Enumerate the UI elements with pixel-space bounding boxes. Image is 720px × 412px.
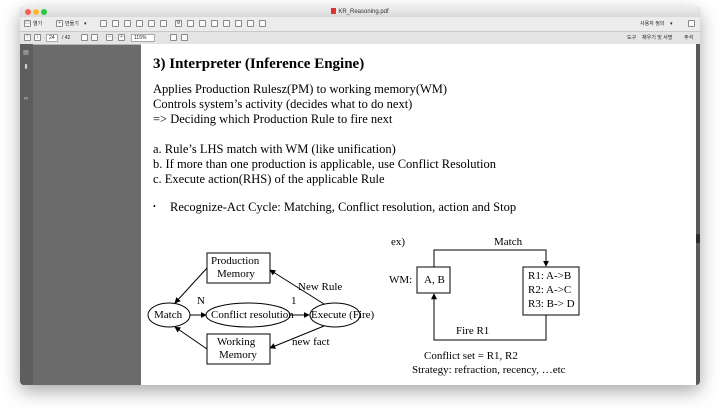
strategy-text: Strategy: refraction, recency, …etc	[412, 364, 566, 376]
working-to-match-arrow	[174, 326, 208, 350]
comment-icon[interactable]	[187, 20, 194, 27]
sign-icon[interactable]	[211, 20, 218, 27]
zoom-out-icon[interactable]: −	[106, 34, 113, 41]
fullscreen-icon[interactable]	[181, 34, 188, 41]
next-page-icon[interactable]: ↓	[34, 34, 41, 41]
intro-line-1: Applies Production Rulesz(PM) to working…	[153, 82, 448, 96]
zoom-level-select[interactable]: 115%	[131, 34, 155, 42]
pdf-file-icon	[331, 8, 337, 15]
execute-label: Execute (Fire)	[311, 309, 375, 321]
print-icon[interactable]	[112, 20, 119, 27]
bookmarks-icon[interactable]: ▮	[24, 64, 28, 70]
comment-tab[interactable]: 주석	[684, 35, 694, 41]
step-c: c. Execute action(RHS) of the applicable…	[153, 172, 385, 186]
production-memory-line-2: Memory	[217, 268, 255, 280]
tools-tab[interactable]: 도구	[627, 35, 637, 41]
cycle-line: Recognize-Act Cycle: Matching, Conflict …	[170, 200, 517, 214]
working-memory-line-2: Memory	[219, 349, 257, 361]
pdf-page: 3) Interpreter (Inference Engine) Applie…	[141, 44, 698, 385]
account-chevron-icon[interactable]: ▾	[670, 21, 673, 27]
mail-icon[interactable]	[136, 20, 143, 27]
step-a: a. Rule’s LHS match with WM (like unific…	[153, 142, 396, 156]
page-number-input[interactable]: 24	[46, 34, 58, 42]
production-to-match-arrow	[174, 267, 208, 304]
wm-label: WM:	[389, 274, 413, 286]
vertical-scrollbar[interactable]	[696, 44, 700, 385]
open-button[interactable]: 열기	[33, 21, 43, 27]
fill-sign-tab[interactable]: 채우기 및 서명	[642, 35, 673, 41]
new-rule-arrow	[269, 269, 325, 305]
minimize-window-button[interactable]	[33, 9, 39, 15]
match-label: Match	[154, 309, 183, 321]
conflict-set-text: Conflict set = R1, R2	[424, 350, 518, 362]
new-fact-arrow	[269, 325, 325, 349]
save-icon[interactable]	[100, 20, 107, 27]
execute-ellipse	[309, 302, 361, 328]
attachment-icon[interactable]: ∞	[23, 96, 29, 102]
navigation-toolbar: ↑ ↓ 24 / 42 − + 115% 도구 채우기 및 서명 주석	[20, 32, 700, 45]
rule-r3: R3: B-> D	[528, 298, 575, 310]
hand-tool-icon[interactable]	[91, 34, 98, 41]
close-window-button[interactable]	[25, 9, 31, 15]
combine-icon[interactable]	[247, 20, 254, 27]
page-total: / 42	[62, 35, 71, 41]
match-flow-label: Match	[494, 236, 523, 248]
window-title-text: KR_Reasoning.pdf	[338, 9, 389, 15]
create-button[interactable]: 만들기	[65, 21, 79, 27]
fit-page-icon[interactable]	[170, 34, 177, 41]
conflict-resolution-label: Conflict resolution	[211, 309, 294, 321]
main-toolbar: ▭ 열기 + 만들기 ▾ ⚙ 사용자 정의 ▾	[20, 17, 700, 32]
share-icon[interactable]	[160, 20, 167, 27]
gear-icon[interactable]: ⚙	[175, 20, 182, 27]
zoom-window-button[interactable]	[41, 9, 47, 15]
left-sidebar: ▤ ▮ ∞	[20, 44, 33, 385]
tool-settings-icon[interactable]	[688, 20, 695, 27]
step-b: b. If more than one production is applic…	[153, 157, 496, 171]
edit-icon[interactable]	[148, 20, 155, 27]
page-thumbnails-icon[interactable]: ▤	[23, 50, 29, 56]
diagrams-graphic	[147, 249, 580, 365]
n-label: N	[197, 295, 205, 307]
rule-r1: R1: A->B	[528, 270, 572, 282]
slide-heading: 3) Interpreter (Inference Engine)	[153, 56, 365, 72]
create-pdf-icon[interactable]: +	[56, 20, 63, 27]
one-label: 1	[291, 295, 297, 307]
production-memory-line-1: Production	[211, 255, 260, 267]
rules-box	[522, 266, 580, 316]
example-label: ex)	[391, 236, 406, 248]
redact-icon[interactable]	[259, 20, 266, 27]
wm-contents: A, B	[424, 274, 445, 286]
match-arrow	[433, 249, 549, 267]
intro-line-2: Controls system’s activity (decides what…	[153, 97, 413, 111]
title-bar: KR_Reasoning.pdf	[20, 7, 700, 17]
export-icon[interactable]	[223, 20, 230, 27]
upload-icon[interactable]	[124, 20, 131, 27]
prev-page-icon[interactable]: ↑	[24, 34, 31, 41]
pdf-viewer-window: KR_Reasoning.pdf ▭ 열기 + 만들기 ▾ ⚙ 사용자 정의 ▾…	[20, 7, 700, 385]
highlight-icon[interactable]	[199, 20, 206, 27]
account-menu-label[interactable]: 사용자 정의	[640, 21, 665, 27]
protect-icon[interactable]	[235, 20, 242, 27]
window-title: KR_Reasoning.pdf	[20, 7, 700, 17]
fire-arrow	[431, 293, 547, 341]
rule-r2: R2: A->C	[528, 284, 572, 296]
scrollbar-thumb[interactable]	[696, 234, 700, 243]
folder-icon[interactable]: ▭	[24, 20, 31, 27]
fire-label: Fire R1	[456, 325, 490, 337]
chevron-down-icon[interactable]: ▾	[84, 21, 87, 27]
new-fact-label: new fact	[292, 336, 330, 348]
new-rule-label: New Rule	[298, 281, 343, 293]
bullet-marker: •	[153, 202, 156, 211]
working-memory-line-1: Working	[217, 336, 256, 348]
zoom-in-icon[interactable]: +	[118, 34, 125, 41]
select-cursor-icon[interactable]	[81, 34, 88, 41]
intro-line-3: => Deciding which Production Rule to fir…	[153, 112, 393, 126]
